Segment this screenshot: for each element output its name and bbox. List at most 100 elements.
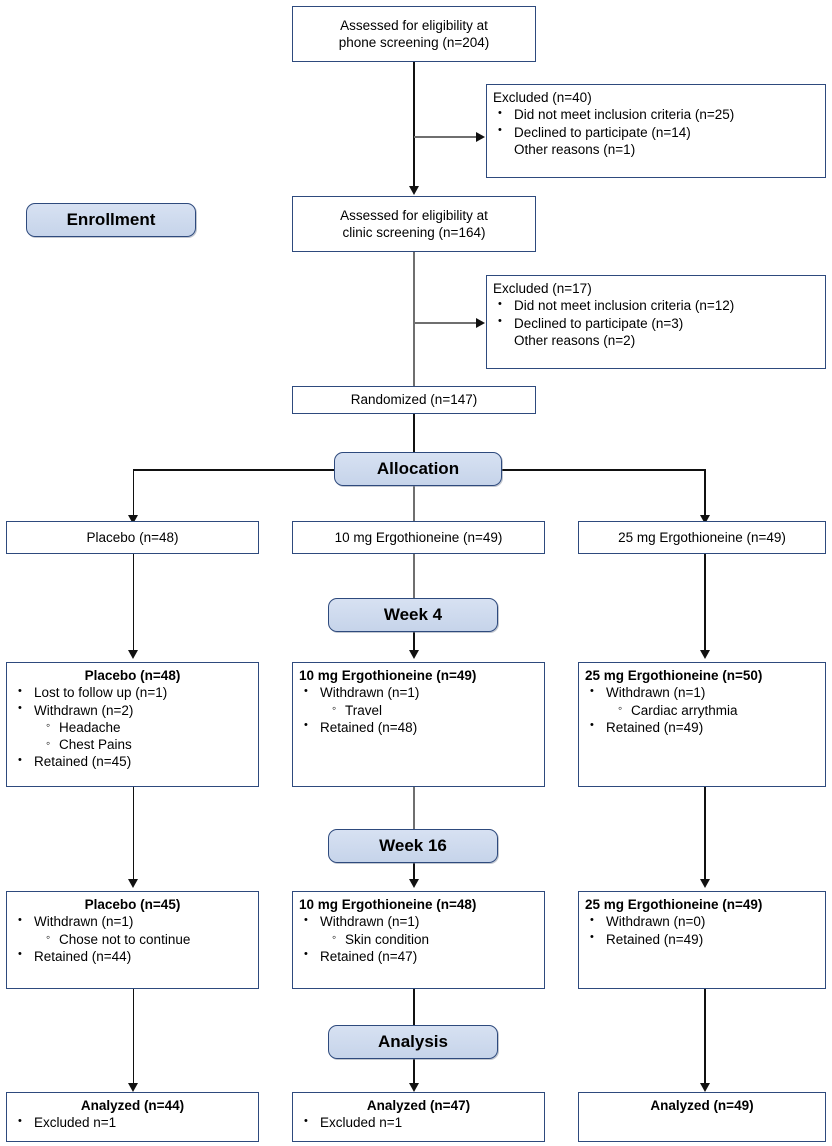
phase-badge-analysis-label: Analysis <box>378 1032 448 1051</box>
arrowhead-week4-25mg-to-week16 <box>699 879 710 888</box>
box-allocation-10mg: 10 mg Ergothioneine (n=49) <box>292 521 545 554</box>
connector-25mg-to-week4 <box>704 554 706 652</box>
clinic-screening-line1: Assessed for eligibility at <box>340 207 488 223</box>
arrowhead-allocation-left <box>128 515 138 524</box>
connector-allocation-center <box>413 486 415 522</box>
list-item: Did not meet inclusion criteria (n=12) <box>493 297 819 314</box>
allocation-placebo-label: Placebo (n=48) <box>86 529 179 545</box>
connector-week4-10mg-to-week16badge <box>413 787 415 829</box>
connector-week4-10mg-to-week16 <box>413 863 415 881</box>
list-item: Excluded n=1 <box>299 1114 538 1131</box>
box-week4-25mg: 25 mg Ergothioneine (n=50) Withdrawn (n=… <box>578 662 826 787</box>
box-phone-screening: Assessed for eligibility at phone screen… <box>292 6 536 62</box>
clinic-screening-line2: clinic screening (n=164) <box>342 225 486 240</box>
week16-10mg-title: 10 mg Ergothioneine (n=48) <box>299 897 477 912</box>
list-item: Declined to participate (n=3) <box>493 314 819 332</box>
list-item: Cardiac arrythmia <box>585 701 819 719</box>
connector-phone-to-excluded <box>414 136 478 138</box>
box-analysis-10mg: Analyzed (n=47) Excluded n=1 <box>292 1092 545 1142</box>
list-item: Retained (n=49) <box>585 930 819 948</box>
phase-badge-week16: Week 16 <box>328 829 498 863</box>
connector-randomized-to-allocation <box>413 414 415 458</box>
list-item: Withdrawn (n=2) <box>13 701 252 719</box>
list-item: Retained (n=49) <box>585 718 819 736</box>
box-clinic-screening: Assessed for eligibility at clinic scree… <box>292 196 536 252</box>
list-item: Withdrawn (n=0) <box>585 913 819 930</box>
phase-badge-enrollment-label: Enrollment <box>66 210 156 229</box>
connector-week16-10mg-to-analysis <box>413 1059 415 1085</box>
phase-badge-enrollment: Enrollment <box>26 203 196 237</box>
analysis-placebo-title: Analyzed (n=44) <box>80 1098 185 1113</box>
arrowhead-allocation-right <box>699 515 710 524</box>
week16-placebo-list: Withdrawn (n=1) Chose not to continue Re… <box>13 913 252 965</box>
analysis-placebo-list: Excluded n=1 <box>13 1114 252 1131</box>
analysis-25mg-title: Analyzed (n=49) <box>650 1098 754 1113</box>
list-item: Withdrawn (n=1) <box>299 913 538 930</box>
list-item: Headache <box>13 718 252 736</box>
box-week4-placebo: Placebo (n=48) Lost to follow up (n=1) W… <box>6 662 259 787</box>
connector-phone-to-clinic <box>413 62 415 188</box>
connector-allocation-right <box>704 469 706 517</box>
arrowhead-week4-10mg-to-week16 <box>408 879 419 888</box>
list-item: Chose not to continue <box>13 930 252 948</box>
week16-25mg-title: 25 mg Ergothioneine (n=49) <box>585 897 763 912</box>
box-week4-10mg: 10 mg Ergothioneine (n=49) Withdrawn (n=… <box>292 662 545 787</box>
list-item: Other reasons (n=1) <box>514 141 636 157</box>
list-item: Retained (n=45) <box>13 753 252 770</box>
phase-badge-allocation: Allocation <box>334 452 502 486</box>
connector-week4placebo-to-week16 <box>132 787 135 881</box>
list-item: Excluded n=1 <box>13 1114 252 1131</box>
excluded-phone-title: Excluded (n=40) <box>493 90 592 105</box>
week4-placebo-list: Lost to follow up (n=1) Withdrawn (n=2) … <box>13 684 252 770</box>
week4-placebo-title: Placebo (n=48) <box>84 668 181 683</box>
arrowhead-clinic-to-excluded <box>476 317 485 328</box>
box-randomized: Randomized (n=147) <box>292 386 536 414</box>
arrowhead-week4placebo-to-week16 <box>128 879 138 888</box>
list-item: Other reasons (n=2) <box>514 332 636 348</box>
connector-10mg-to-week4 <box>413 632 415 652</box>
phone-screening-line2: phone screening (n=204) <box>338 35 490 50</box>
list-item: Withdrawn (n=1) <box>299 684 538 701</box>
week4-25mg-title: 25 mg Ergothioneine (n=50) <box>585 668 763 683</box>
week4-25mg-list: Withdrawn (n=1) Cardiac arrythmia Retain… <box>585 684 819 736</box>
phase-badge-allocation-label: Allocation <box>376 459 460 478</box>
week16-25mg-list: Withdrawn (n=0) Retained (n=49) <box>585 913 819 948</box>
box-excluded-phone: Excluded (n=40) Did not meet inclusion c… <box>486 84 826 178</box>
box-week16-10mg: 10 mg Ergothioneine (n=48) Withdrawn (n=… <box>292 891 545 989</box>
box-week16-25mg: 25 mg Ergothioneine (n=49) Withdrawn (n=… <box>578 891 826 989</box>
list-item: Skin condition <box>299 930 538 948</box>
list-item: Did not meet inclusion criteria (n=25) <box>493 106 819 123</box>
arrowhead-phone-to-excluded <box>476 131 485 142</box>
list-item: Lost to follow up (n=1) <box>13 684 252 701</box>
list-item: Travel <box>299 701 538 719</box>
connector-10mg-to-week4badge <box>413 554 415 598</box>
list-item: Retained (n=48) <box>299 718 538 736</box>
week4-10mg-list: Withdrawn (n=1) Travel Retained (n=48) <box>299 684 538 736</box>
excluded-phone-list: Did not meet inclusion criteria (n=25) D… <box>493 106 819 158</box>
connector-allocation-left <box>132 469 135 517</box>
phase-badge-week4-label: Week 4 <box>383 605 443 624</box>
phone-screening-line1: Assessed for eligibility at <box>340 17 488 33</box>
box-allocation-placebo: Placebo (n=48) <box>6 521 259 554</box>
week16-placebo-title: Placebo (n=45) <box>84 897 181 912</box>
analysis-10mg-list: Excluded n=1 <box>299 1114 538 1131</box>
connector-placebo-to-week4 <box>132 554 135 652</box>
arrowhead-week16-10mg-to-analysis <box>408 1083 419 1092</box>
connector-week16-25mg-to-analysis <box>704 989 706 1085</box>
arrowhead-25mg-to-week4 <box>699 650 710 659</box>
phase-badge-analysis: Analysis <box>328 1025 498 1059</box>
connector-clinic-to-randomized <box>413 252 415 386</box>
box-week16-placebo: Placebo (n=45) Withdrawn (n=1) Chose not… <box>6 891 259 989</box>
list-item: Chest Pains <box>13 736 252 753</box>
box-analysis-placebo: Analyzed (n=44) Excluded n=1 <box>6 1092 259 1142</box>
connector-week16-10mg-to-analysisbadge <box>413 989 415 1025</box>
connector-week16placebo-to-analysis <box>132 989 135 1085</box>
excluded-clinic-title: Excluded (n=17) <box>493 281 592 296</box>
list-item: Declined to participate (n=14) <box>493 123 819 141</box>
arrowhead-10mg-to-week4 <box>408 650 419 659</box>
phase-badge-week4: Week 4 <box>328 598 498 632</box>
analysis-10mg-title: Analyzed (n=47) <box>366 1098 471 1113</box>
box-allocation-25mg: 25 mg Ergothioneine (n=49) <box>578 521 826 554</box>
arrowhead-week16placebo-to-analysis <box>128 1083 138 1092</box>
arrowhead-placebo-to-week4 <box>128 650 138 659</box>
